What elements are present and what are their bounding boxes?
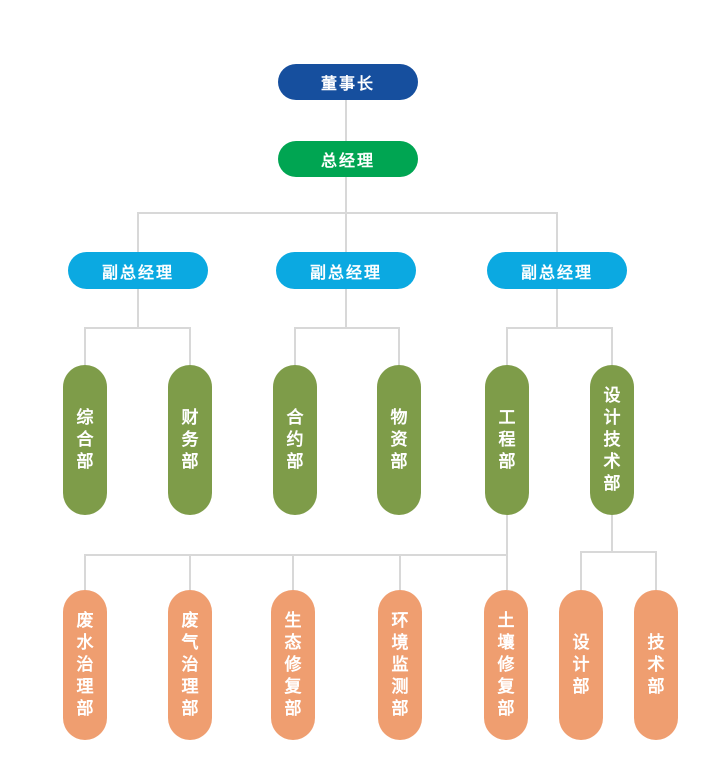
node-subdept-shengtai: 生态修复部 bbox=[271, 590, 315, 740]
connector-line bbox=[506, 515, 508, 590]
node-subdept-label: 废气治理部 bbox=[181, 610, 199, 719]
node-subdept-feishui: 废水治理部 bbox=[63, 590, 107, 740]
node-subdept-label: 设计部 bbox=[572, 632, 590, 697]
node-dept-heyue: 合约部 bbox=[273, 365, 317, 515]
connector-line bbox=[345, 212, 347, 252]
connector-line bbox=[506, 327, 612, 329]
node-dept-label: 设计技术部 bbox=[603, 385, 621, 494]
node-subdept-label: 废水治理部 bbox=[76, 610, 94, 719]
connector-line bbox=[655, 551, 657, 590]
node-chairman-label: 董事长 bbox=[320, 74, 375, 93]
node-chairman: 董事长 bbox=[278, 64, 418, 100]
connector-line bbox=[137, 212, 139, 252]
node-general-manager: 总经理 bbox=[278, 141, 418, 177]
connector-line bbox=[292, 554, 294, 590]
node-deputy-manager-label: 副总经理 bbox=[309, 262, 382, 282]
node-dept-wuzi: 物资部 bbox=[377, 365, 421, 515]
connector-line bbox=[399, 554, 401, 590]
connector-line bbox=[137, 212, 558, 214]
connector-line bbox=[345, 289, 347, 327]
node-subdept-label: 技术部 bbox=[647, 632, 665, 697]
connector-line bbox=[189, 554, 191, 590]
node-subdept-jishu: 技术部 bbox=[634, 590, 678, 740]
connector-line bbox=[345, 100, 347, 141]
connector-line bbox=[345, 177, 347, 212]
connector-line bbox=[294, 327, 296, 365]
connector-line bbox=[580, 551, 656, 553]
node-subdept-huanjing: 环境监测部 bbox=[378, 590, 422, 740]
connector-line bbox=[556, 212, 558, 252]
node-deputy-manager-label: 副总经理 bbox=[520, 262, 593, 282]
node-dept-label: 综合部 bbox=[76, 407, 94, 472]
connector-line bbox=[556, 289, 558, 327]
connector-line bbox=[611, 515, 613, 552]
node-subdept-label: 生态修复部 bbox=[284, 610, 302, 719]
connector-line bbox=[84, 554, 507, 556]
connector-line bbox=[398, 327, 400, 365]
connector-line bbox=[611, 327, 613, 365]
connector-line bbox=[84, 327, 191, 329]
connector-line bbox=[294, 327, 400, 329]
connector-line bbox=[137, 289, 139, 327]
node-dept-label: 财务部 bbox=[181, 407, 199, 472]
connector-line bbox=[189, 327, 191, 365]
connector-line bbox=[84, 327, 86, 365]
node-dept-sheji-jishu: 设计技术部 bbox=[590, 365, 634, 515]
connector-line bbox=[84, 554, 86, 590]
node-subdept-label: 环境监测部 bbox=[391, 610, 409, 719]
node-general-manager-label: 总经理 bbox=[320, 151, 375, 170]
node-dept-label: 物资部 bbox=[390, 407, 408, 472]
node-deputy-manager-2: 副总经理 bbox=[276, 252, 416, 289]
node-subdept-turang: 土壤修复部 bbox=[484, 590, 528, 740]
node-deputy-manager-label: 副总经理 bbox=[101, 262, 174, 282]
node-dept-caiwu: 财务部 bbox=[168, 365, 212, 515]
node-subdept-feiqi: 废气治理部 bbox=[168, 590, 212, 740]
node-deputy-manager-1: 副总经理 bbox=[68, 252, 208, 289]
node-dept-label: 合约部 bbox=[286, 407, 304, 472]
node-deputy-manager-3: 副总经理 bbox=[487, 252, 627, 289]
node-subdept-sheji: 设计部 bbox=[559, 590, 603, 740]
connector-line bbox=[580, 551, 582, 590]
connector-line bbox=[506, 327, 508, 365]
node-dept-label: 工程部 bbox=[498, 407, 516, 472]
node-dept-zonghe: 综合部 bbox=[63, 365, 107, 515]
node-dept-gongcheng: 工程部 bbox=[485, 365, 529, 515]
node-subdept-label: 土壤修复部 bbox=[497, 610, 515, 719]
